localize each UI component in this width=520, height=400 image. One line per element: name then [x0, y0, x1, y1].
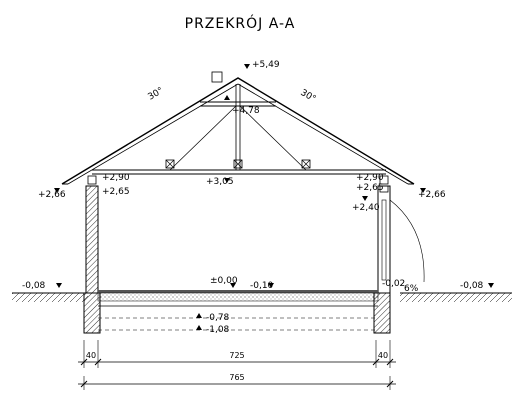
svg-text:+5,49: +5,49	[252, 60, 280, 70]
level-head-right: +2,40	[352, 196, 380, 213]
dim-total: 765	[229, 373, 244, 382]
svg-text:6%: 6%	[404, 284, 419, 294]
svg-text:+2,90: +2,90	[102, 173, 130, 183]
chimney-vent	[211, 71, 223, 83]
slope-label: 6%	[404, 284, 419, 294]
svg-text:+2,90: +2,90	[356, 173, 384, 183]
roof	[61, 77, 415, 193]
level-eaves-left: +2,90	[102, 173, 130, 183]
drawing-title: PRZEKRÓJ A-A	[185, 14, 296, 32]
level-wall-left: +2,65	[102, 187, 130, 197]
svg-text:-0,78: -0,78	[206, 313, 230, 323]
svg-text:+4,78: +4,78	[232, 106, 260, 116]
left-foundation	[83, 292, 101, 334]
svg-text:-0,08: -0,08	[460, 281, 484, 291]
level-found-bottom: -1,08	[196, 325, 230, 335]
roof-angle-left: 30°	[147, 86, 166, 103]
dim-wall-right: 40	[378, 351, 388, 360]
level-ground-right: -0,08	[460, 281, 494, 291]
svg-text:-0,08: -0,08	[22, 281, 46, 291]
level-wall-right: +2,65	[356, 183, 384, 193]
svg-text:+2,65: +2,65	[102, 187, 130, 197]
svg-text:±0,00: ±0,00	[210, 276, 238, 286]
level-found-top: -0,78	[196, 313, 230, 323]
level-tie-beam: +3,05	[206, 177, 234, 187]
level-ext-left: +2,66	[38, 188, 66, 200]
svg-text:-0,10: -0,10	[250, 281, 274, 291]
svg-text:+2,66: +2,66	[418, 190, 446, 200]
level-ground-left: -0,08	[22, 281, 62, 291]
svg-text:+3,05: +3,05	[206, 177, 234, 187]
roof-angle-right: 30°	[299, 88, 318, 105]
svg-text:-0,02: -0,02	[382, 279, 405, 289]
level-ridge: +5,49	[244, 60, 280, 70]
svg-text:-1,08: -1,08	[206, 325, 230, 335]
level-ext-right: +2,66	[418, 188, 446, 200]
right-window	[381, 199, 387, 281]
svg-text:+2,66: +2,66	[38, 190, 66, 200]
svg-text:+2,40: +2,40	[352, 203, 380, 213]
level-floor: ±0,00	[210, 276, 238, 288]
dim-wall-left: 40	[86, 351, 96, 360]
dimension-row-1: 40 725 40	[78, 340, 396, 368]
level-sill-right: -0,02	[382, 279, 405, 289]
svg-text:+2,65: +2,65	[356, 183, 384, 193]
ground-right	[400, 292, 512, 302]
dimension-row-2: 765	[78, 373, 396, 390]
level-floor-right: -0,10	[250, 281, 274, 291]
level-eaves-right: +2,90	[356, 173, 384, 183]
door-swing	[389, 199, 425, 283]
floor-slab	[97, 290, 379, 331]
right-foundation	[373, 292, 391, 334]
ground-left	[12, 292, 88, 302]
dim-inner: 725	[229, 351, 244, 360]
level-collar: +4,78	[224, 95, 260, 116]
left-wall	[85, 185, 99, 294]
